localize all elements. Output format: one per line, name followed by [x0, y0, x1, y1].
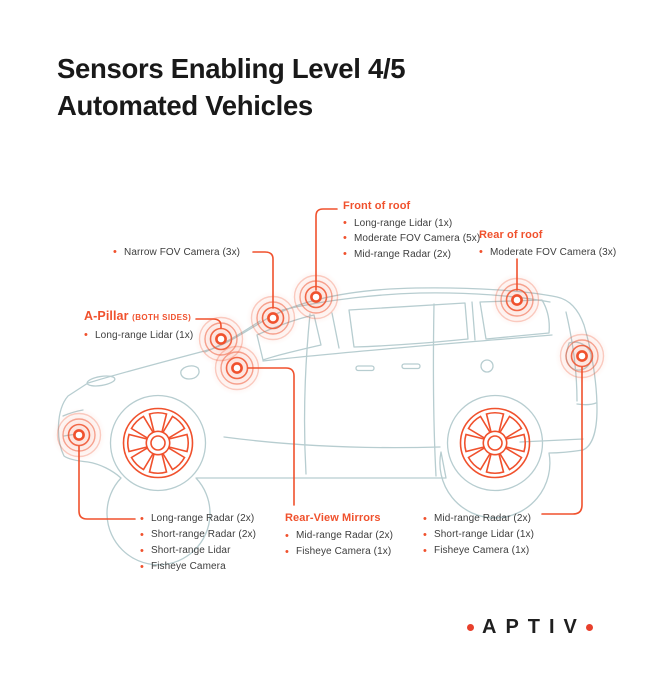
- rear-wheel: [446, 394, 544, 492]
- callout-item: Long-range Lidar (1x): [84, 328, 193, 344]
- front-wheel: [109, 394, 207, 492]
- callout-rear-bumper: Mid-range Radar (2x) Short-range Lidar (…: [423, 511, 534, 559]
- callout-heading: Front of roof: [343, 200, 411, 212]
- callout-item: Mid-range Radar (2x): [285, 528, 393, 544]
- callout-item: Short-range Radar (2x): [140, 527, 256, 543]
- logo-dot-left: [467, 623, 474, 631]
- callout-item: Mid-range Radar (2x): [423, 511, 534, 527]
- title-line-2: Automated Vehicles: [57, 90, 313, 121]
- callout-item: Mid-range Radar (2x): [343, 247, 480, 263]
- callout-item: Short-range Lidar (1x): [423, 527, 534, 543]
- door-handle: [401, 363, 421, 370]
- rear-roof-sensor: [488, 271, 546, 329]
- callout-item: Moderate FOV Camera (3x): [479, 245, 616, 261]
- callout-item: Narrow FOV Camera (3x): [113, 245, 240, 261]
- side-mirror: [180, 365, 200, 380]
- logo-wordmark: APTIV: [482, 616, 586, 638]
- leader-rear-view-mirrors: [247, 367, 295, 506]
- callout-rear-of-roof: Rear of roof Moderate FOV Camera (3x): [479, 229, 616, 261]
- callout-item: Fisheye Camera: [140, 559, 256, 575]
- callout-heading: A-Pillar (BOTH SIDES): [84, 309, 193, 325]
- headlight: [86, 375, 116, 387]
- callout-front-bumper: Long-range Radar (2x) Short-range Radar …: [140, 511, 256, 575]
- sensor-marks: [50, 268, 611, 464]
- front-bumper-sensor: [50, 406, 108, 464]
- leader-rear-bumper: [541, 366, 583, 515]
- callout-heading: Rear-View Mirrors: [285, 512, 381, 524]
- leader-front-of-roof: [315, 208, 338, 291]
- rear-corner-sensor: [553, 327, 611, 385]
- a-pillar-label: A-Pillar: [84, 309, 129, 323]
- fuel-cap: [480, 359, 494, 373]
- callout-narrow-fov-camera: Narrow FOV Camera (3x): [113, 245, 240, 261]
- callout-heading: Rear of roof: [479, 229, 543, 241]
- aptiv-logo: APTIV: [467, 617, 593, 637]
- callout-rear-view-mirrors: Rear-View Mirrors Mid-range Radar (2x) F…: [285, 512, 393, 560]
- callout-a-pillar: A-Pillar (BOTH SIDES) Long-range Lidar (…: [84, 309, 193, 344]
- title-line-1: Sensors Enabling Level 4/5: [57, 53, 406, 84]
- callout-item: Long-range Lidar (1x): [343, 216, 480, 232]
- a-pillar-note: (BOTH SIDES): [132, 313, 192, 322]
- callout-item: Fisheye Camera (1x): [423, 543, 534, 559]
- page-title: Sensors Enabling Level 4/5 Automated Veh…: [57, 50, 537, 124]
- leader-front-bumper: [78, 445, 136, 520]
- callout-item: Long-range Radar (2x): [140, 511, 256, 527]
- door-handle: [355, 365, 375, 372]
- callout-item: Fisheye Camera (1x): [285, 544, 393, 560]
- logo-dot-right: [585, 623, 593, 631]
- rear-view-mirror-sensor: [208, 339, 266, 397]
- callout-item: Short-range Lidar: [140, 543, 256, 559]
- leader-narrow-fov: [252, 251, 274, 309]
- callout-item: Moderate FOV Camera (5x): [343, 231, 480, 247]
- leader-lines: [78, 208, 583, 520]
- front-roof-sensor: [287, 268, 345, 326]
- sliding-door-window: [348, 302, 469, 348]
- callout-front-of-roof: Front of roof Long-range Lidar (1x) Mode…: [343, 200, 480, 263]
